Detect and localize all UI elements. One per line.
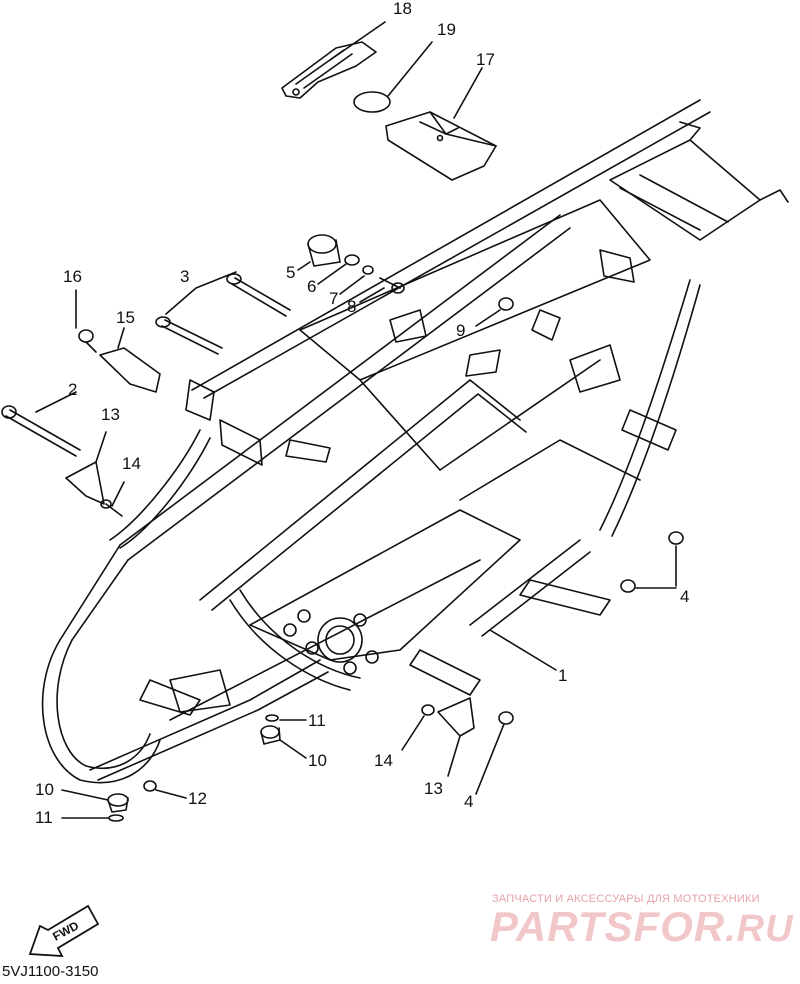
callout-14-right: 14 xyxy=(374,751,393,770)
bolt-part-12 xyxy=(143,780,187,799)
watermark-domain: .RU xyxy=(725,908,794,950)
bolt-part-14-right xyxy=(401,704,435,751)
bracket-part-13-right xyxy=(437,697,475,777)
callout-4-right: 4 xyxy=(680,587,690,606)
callout-12: 12 xyxy=(188,789,207,808)
callout-10-center: 10 xyxy=(308,751,327,770)
callout-8: 8 xyxy=(347,297,357,316)
callout-9: 9 xyxy=(456,321,466,340)
callout-16: 16 xyxy=(63,267,82,286)
watermark-brand: PARTSFOR.RU xyxy=(490,903,794,951)
tool-strap-part-18 xyxy=(281,21,386,99)
bracket-part-13-left xyxy=(65,431,107,505)
frame-callout-line-1 xyxy=(489,629,557,671)
frame-part-1 xyxy=(41,99,789,784)
callout-10-left: 10 xyxy=(35,780,54,799)
callout-7: 7 xyxy=(329,289,339,308)
callout-1: 1 xyxy=(558,666,568,685)
bolts-part-3 xyxy=(155,271,291,355)
callout-6: 6 xyxy=(307,277,317,296)
callout-13-right: 13 xyxy=(424,779,443,798)
callout-4-bottom: 4 xyxy=(464,792,474,811)
nut-part-9 xyxy=(475,297,514,327)
callout-11-center: 11 xyxy=(308,711,326,730)
o-ring-part-19 xyxy=(353,41,433,113)
fwd-arrow-icon xyxy=(28,904,100,957)
callout-13-left: 13 xyxy=(101,405,120,424)
callout-5: 5 xyxy=(286,263,296,282)
callout-14-left: 14 xyxy=(122,454,141,473)
bolt-part-14-left xyxy=(100,481,125,517)
callout-3: 3 xyxy=(180,267,190,286)
document-id: 5VJ1100-3150 xyxy=(2,963,99,980)
callout-19: 19 xyxy=(437,20,456,39)
callout-2: 2 xyxy=(68,380,78,399)
callout-17: 17 xyxy=(476,50,495,69)
watermark-brand-name: PARTSFOR xyxy=(490,903,726,950)
callout-11-left: 11 xyxy=(35,808,53,827)
watermark-subtitle: ЗАПЧАСТИ И АКСЕССУАРЫ ДЛЯ МОТОТЕХНИКИ xyxy=(492,893,760,905)
spacer-parts-5-8 xyxy=(297,234,405,303)
callout-15: 15 xyxy=(116,308,135,327)
bracket-part-15 xyxy=(99,327,161,393)
callout-18: 18 xyxy=(393,0,412,18)
damper-parts-10-11 xyxy=(61,714,307,822)
owners-manual-bag-part-17 xyxy=(385,67,497,181)
bolt-part-16 xyxy=(75,289,97,353)
nuts-part-4 xyxy=(475,531,684,795)
bolt-part-2 xyxy=(1,391,81,457)
